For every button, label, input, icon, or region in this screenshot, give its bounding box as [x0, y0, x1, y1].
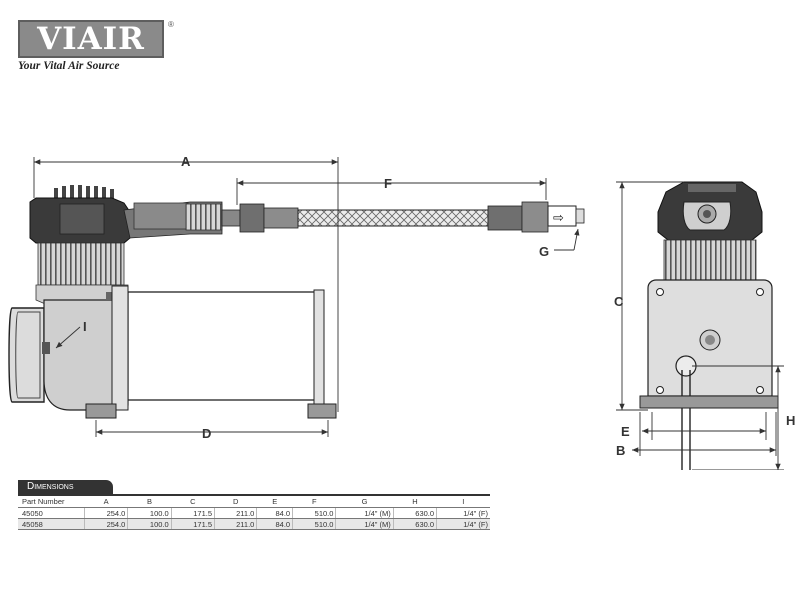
- motor-end-cap: [8, 307, 45, 403]
- table-cell: 1/4" (M): [335, 518, 394, 530]
- dimensions-grid: Part Number A B C D E F G H I 45050 254.…: [18, 496, 490, 530]
- cooling-fins: [37, 242, 125, 286]
- label-d: D: [202, 426, 211, 441]
- dimensions-table: Dimensions Part Number A B C D E F G H I…: [18, 480, 490, 530]
- dimension-g: [554, 228, 580, 251]
- dimension-f: [236, 178, 547, 205]
- viair-logo: VIAIR ® Your Vital Air Source: [18, 20, 174, 75]
- table-cell: 211.0: [214, 507, 257, 519]
- outlet-arrow-icon: ⇨: [553, 210, 564, 225]
- table-cell: 1/4" (F): [436, 518, 490, 530]
- dimension-b: [632, 412, 777, 456]
- logo-tagline: Your Vital Air Source: [18, 60, 120, 72]
- table-cell: 630.0: [392, 518, 437, 530]
- col-b: B: [127, 496, 172, 508]
- logo-registered-mark: ®: [168, 20, 174, 29]
- col-f: F: [292, 496, 336, 508]
- table-cell: 171.5: [170, 507, 215, 519]
- dimension-c: [616, 181, 684, 411]
- table-cell: 45050: [18, 507, 85, 519]
- table-cell: 100.0: [127, 518, 172, 530]
- dimensions-table-rule: [18, 494, 490, 496]
- table-cell: 1/4" (M): [335, 507, 394, 519]
- table-row: 45058 254.0 100.0 171.5 211.0 84.0 510.0…: [18, 518, 490, 530]
- col-i: I: [436, 496, 490, 508]
- table-cell: 45058: [18, 518, 85, 530]
- label-e: E: [621, 424, 630, 439]
- dimension-d: [95, 420, 329, 437]
- label-a: A: [181, 154, 191, 169]
- table-cell: 211.0: [214, 518, 257, 530]
- dimension-h: [692, 365, 784, 470]
- braided-hose: [297, 209, 489, 227]
- table-cell: 171.5: [170, 518, 215, 530]
- motor-housing: [127, 291, 319, 401]
- table-cell: 254.0: [83, 518, 128, 530]
- side-view: ⇨: [8, 185, 585, 419]
- dimension-a: [33, 157, 339, 412]
- label-h: H: [786, 413, 795, 428]
- label-b: B: [616, 443, 625, 458]
- table-cell: 510.0: [292, 507, 336, 519]
- logo-brand: VIAIR: [18, 20, 164, 58]
- col-a: A: [84, 496, 128, 508]
- table-header-row: Part Number A B C D E F G H I: [18, 496, 490, 508]
- table-cell: 100.0: [127, 507, 172, 519]
- table-row: 45050 254.0 100.0 171.5 211.0 84.0 510.0…: [18, 507, 490, 519]
- dimension-i: [55, 326, 81, 349]
- label-i: I: [83, 319, 87, 334]
- compressor-drawing: ⇨ A F G I D: [8, 154, 795, 470]
- col-e: E: [256, 496, 293, 508]
- label-c: C: [614, 294, 624, 309]
- col-part-number: Part Number: [18, 496, 85, 508]
- dimension-e: [642, 412, 767, 440]
- label-f: F: [384, 176, 392, 191]
- table-cell: 254.0: [83, 507, 128, 519]
- table-cell: 510.0: [292, 518, 336, 530]
- col-g: G: [335, 496, 394, 508]
- col-h: H: [393, 496, 437, 508]
- col-c: C: [171, 496, 215, 508]
- front-view: [639, 181, 779, 470]
- head-top-fins: [54, 185, 114, 202]
- table-cell: 84.0: [256, 518, 293, 530]
- table-cell: 630.0: [392, 507, 437, 519]
- table-cell: 1/4" (F): [436, 507, 490, 519]
- col-d: D: [214, 496, 257, 508]
- label-g: G: [539, 244, 549, 259]
- table-cell: 84.0: [256, 507, 293, 519]
- front-cooling-fins: [663, 239, 757, 283]
- dimensions-table-title: Dimensions: [18, 480, 113, 494]
